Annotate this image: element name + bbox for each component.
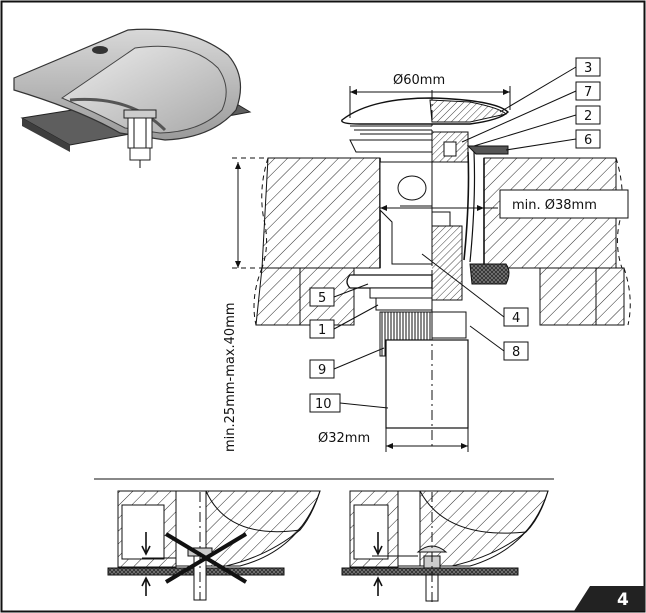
part-label-2: 2 xyxy=(584,109,592,124)
dimension-lines xyxy=(232,86,511,452)
part-label-4: 4 xyxy=(512,311,520,326)
part-label-6: 6 xyxy=(584,133,592,148)
part-label-10: 10 xyxy=(315,397,332,412)
part-callouts: 3 7 2 6 5 1 4 8 9 10 xyxy=(309,57,601,413)
dimension-thickness-range: min.25mm-max.40mm xyxy=(223,302,238,452)
dimension-tail-diameter: Ø32mm xyxy=(318,431,370,446)
part-label-5: 5 xyxy=(318,291,326,306)
page-number-tab xyxy=(574,586,645,611)
part-label-9: 9 xyxy=(318,363,326,378)
page-number: 4 xyxy=(617,590,629,610)
correct-installation-figure xyxy=(341,490,549,602)
incorrect-installation-figure xyxy=(107,490,321,601)
basin-illustration xyxy=(13,28,252,168)
part-label-1: 1 xyxy=(318,323,326,338)
part-label-3: 3 xyxy=(584,61,592,76)
dimension-top-diameter: Ø60mm xyxy=(393,73,445,88)
part-label-8: 8 xyxy=(512,345,520,360)
part-label-7: 7 xyxy=(584,85,592,100)
dimension-hole-diameter: min. Ø38mm xyxy=(512,198,597,213)
hole-diameter-box xyxy=(499,189,629,219)
